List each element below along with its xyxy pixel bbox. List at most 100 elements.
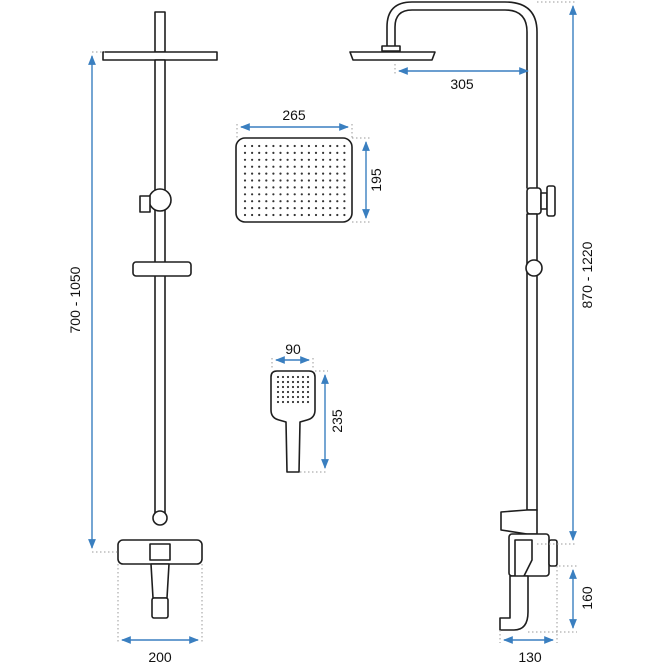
overhead-nozzle (265, 144, 268, 148)
overhead-nozzle (336, 144, 339, 148)
hand-nozzle (296, 390, 300, 394)
hand-nozzle (286, 380, 290, 384)
overhead-nozzle (300, 172, 303, 175)
hand-nozzle (281, 380, 285, 384)
overhead-nozzle (258, 165, 261, 168)
hand-nozzle (291, 390, 295, 394)
overhead-nozzle (307, 213, 310, 217)
overhead-nozzle (336, 179, 339, 182)
front-spout (150, 563, 170, 599)
overhead-nozzle (243, 179, 247, 182)
overhead-nozzle (329, 193, 332, 196)
side-arm-connector (381, 45, 401, 52)
overhead-nozzle (314, 213, 318, 217)
overhead-nozzle (307, 151, 310, 154)
overhead-nozzle (243, 144, 247, 148)
overhead-nozzle (336, 158, 339, 161)
hand-nozzle (291, 385, 295, 389)
overhead-nozzle (265, 213, 268, 217)
hand-shower-view: 90 235 (270, 341, 345, 473)
side-diverter-body (526, 187, 542, 215)
overhead-nozzle (258, 213, 261, 217)
overhead-nozzle (243, 213, 247, 217)
overhead-nozzle (322, 193, 325, 196)
overhead-nozzle (279, 151, 282, 154)
overhead-nozzle (322, 165, 325, 168)
overhead-nozzle (286, 151, 289, 154)
overhead-nozzle (286, 165, 289, 168)
overhead-nozzle (343, 186, 346, 189)
overhead-nozzle (293, 186, 296, 189)
overhead-nozzle (314, 158, 318, 161)
hand-nozzle (286, 375, 290, 379)
overhead-nozzle (265, 172, 268, 175)
overhead-nozzle (329, 179, 332, 182)
overhead-nozzle (314, 207, 318, 210)
overhead-nozzle (343, 151, 346, 154)
overhead-nozzle (343, 200, 346, 203)
overhead-nozzle (322, 179, 325, 182)
overhead-nozzle (336, 193, 339, 196)
hand-nozzle (276, 375, 280, 379)
overhead-nozzle (329, 213, 332, 217)
overhead-nozzle (251, 151, 254, 154)
overhead-nozzle (286, 179, 289, 182)
side-diverter-knob (540, 192, 548, 210)
overhead-nozzle (265, 200, 268, 203)
overhead-nozzle (314, 151, 318, 154)
overhead-nozzle (279, 158, 282, 161)
overhead-depth-label: 195 (368, 168, 384, 192)
front-mixer-handle (149, 543, 171, 561)
hand-nozzle (306, 380, 310, 384)
overhead-nozzle (279, 200, 282, 203)
side-mixer-cap (548, 539, 558, 567)
overhead-nozzle (300, 186, 303, 189)
overhead-nozzle (286, 158, 289, 161)
overhead-nozzle (265, 193, 268, 196)
hand-width-label: 90 (285, 341, 301, 357)
side-view: 305 870 - 1220 160 130 (349, 1, 595, 665)
hand-nozzle (296, 400, 300, 404)
overhead-nozzle (307, 179, 310, 182)
overhead-nozzle (286, 213, 289, 217)
overhead-nozzle (300, 144, 303, 148)
overhead-nozzle (293, 213, 296, 217)
overhead-nozzle (243, 172, 247, 175)
overhead-nozzle (300, 179, 303, 182)
overhead-nozzle (322, 172, 325, 175)
overhead-nozzle (251, 200, 254, 203)
hand-nozzle (276, 400, 280, 404)
overhead-nozzle (343, 179, 346, 182)
overhead-nozzle (265, 186, 268, 189)
overhead-nozzle (279, 179, 282, 182)
overhead-nozzle (307, 200, 310, 203)
overhead-nozzle (243, 207, 247, 210)
overhead-nozzle (258, 151, 261, 154)
overhead-nozzle (314, 165, 318, 168)
overhead-nozzle (243, 151, 247, 154)
hand-nozzle (281, 385, 285, 389)
front-slide-holder (132, 261, 192, 277)
hand-nozzle (306, 385, 310, 389)
overhead-nozzle (258, 172, 261, 175)
overhead-nozzle (258, 179, 261, 182)
overhead-nozzle (243, 200, 247, 203)
overhead-nozzle (272, 213, 275, 217)
hand-nozzle (286, 400, 290, 404)
overhead-nozzle-grid (243, 144, 346, 217)
overhead-nozzle (279, 144, 282, 148)
front-spout-tip (151, 597, 169, 619)
overhead-nozzle (251, 179, 254, 182)
overhead-nozzle (336, 213, 339, 217)
overhead-nozzle (336, 151, 339, 154)
overhead-nozzle (251, 144, 254, 148)
hand-nozzle (281, 395, 285, 399)
overhead-nozzle (251, 207, 254, 210)
hand-nozzle (276, 390, 280, 394)
hand-nozzle (276, 395, 280, 399)
overhead-shower-top-view: 265 195 (235, 107, 384, 223)
side-height-label: 870 - 1220 (579, 241, 595, 308)
overhead-nozzle (343, 172, 346, 175)
front-overhead-shower (102, 51, 218, 61)
overhead-nozzle (286, 144, 289, 148)
